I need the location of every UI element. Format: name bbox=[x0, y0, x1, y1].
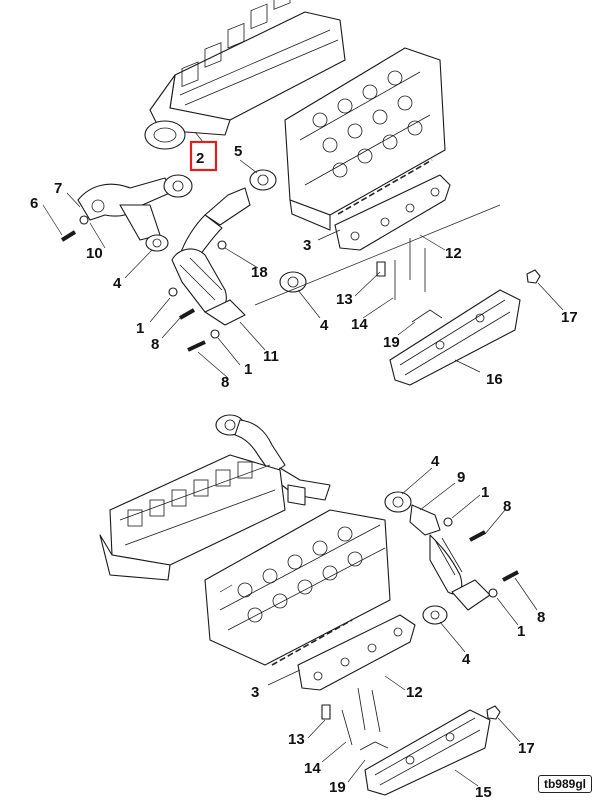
callout-b4: 4 bbox=[431, 453, 440, 470]
callout-8: 8 bbox=[151, 336, 159, 353]
bottom-upper-pipe bbox=[215, 414, 331, 506]
callout-10: 10 bbox=[86, 245, 103, 262]
callout-17: 17 bbox=[561, 309, 578, 326]
bottom-callouts: 4 9 1 8 8 1 4 3 12 13 14 19 17 15 bbox=[251, 453, 545, 800]
callout-11: 11 bbox=[263, 348, 279, 365]
bottom-clip bbox=[359, 741, 389, 751]
top-nut bbox=[526, 269, 541, 284]
callout-12: 12 bbox=[445, 245, 462, 262]
top-head-gasket-strip bbox=[337, 159, 433, 215]
callout-1: 1 bbox=[136, 320, 144, 337]
bottom-exhaust-manifold bbox=[297, 614, 416, 691]
top-heat-shield bbox=[389, 289, 521, 386]
callout-b14: 14 bbox=[304, 760, 321, 777]
callout-19: 19 bbox=[383, 334, 400, 351]
callout-b1b: 1 bbox=[517, 623, 525, 640]
callout-6: 6 bbox=[30, 195, 38, 212]
top-manifold-studs bbox=[376, 238, 426, 300]
top-crossover-pipe bbox=[77, 177, 173, 241]
top-valve-cover-assembly bbox=[144, 0, 346, 150]
bottom-assembly: 4 9 1 8 8 1 4 3 12 13 14 19 17 15 bbox=[99, 414, 545, 800]
callout-7: 7 bbox=[54, 180, 62, 197]
bottom-cylinder-head bbox=[204, 509, 391, 666]
callout-16: 16 bbox=[486, 371, 503, 388]
callout-2: 2 bbox=[196, 150, 204, 167]
top-exhaust-manifold bbox=[334, 174, 451, 251]
bottom-nut bbox=[486, 705, 501, 720]
callout-b4b: 4 bbox=[462, 651, 471, 668]
callout-14: 14 bbox=[351, 316, 368, 333]
top-catalytic-converter bbox=[171, 187, 251, 326]
callout-b1: 1 bbox=[481, 484, 489, 501]
callout-b9: 9 bbox=[457, 469, 465, 486]
top-bolts bbox=[60, 215, 227, 352]
callout-13: 13 bbox=[336, 291, 353, 308]
highlight-box bbox=[189, 140, 218, 172]
callout-3: 3 bbox=[303, 237, 311, 254]
bottom-leader-lines bbox=[219, 467, 538, 787]
callout-4: 4 bbox=[113, 275, 122, 292]
callout-b12: 12 bbox=[406, 684, 423, 701]
callout-b3: 3 bbox=[251, 684, 259, 701]
callout-b8: 8 bbox=[503, 498, 511, 515]
top-clip bbox=[411, 309, 443, 323]
top-assembly: 2 5 7 6 10 4 18 3 12 1 8 13 14 4 19 11 1… bbox=[30, 0, 578, 391]
callout-5: 5 bbox=[234, 143, 242, 160]
callout-18: 18 bbox=[251, 264, 268, 281]
callout-1b: 1 bbox=[244, 361, 252, 378]
top-gaskets bbox=[145, 169, 307, 293]
reference-code-label: tb989gl bbox=[537, 775, 592, 793]
bottom-head-gasket-strip bbox=[271, 619, 353, 666]
callout-8b: 8 bbox=[221, 374, 229, 391]
callout-b17: 17 bbox=[518, 740, 535, 757]
callout-b15: 15 bbox=[475, 784, 492, 800]
bottom-valve-cover-assembly bbox=[99, 454, 286, 581]
bottom-bolts bbox=[443, 517, 519, 598]
bottom-heat-shield bbox=[364, 709, 491, 796]
callout-4b: 4 bbox=[320, 317, 329, 334]
top-callouts: 2 5 7 6 10 4 18 3 12 1 8 13 14 4 19 11 1… bbox=[30, 143, 578, 391]
top-leader-lines bbox=[42, 131, 564, 379]
callout-b19: 19 bbox=[329, 779, 346, 796]
callout-b8b: 8 bbox=[537, 609, 545, 626]
top-cylinder-head bbox=[284, 47, 446, 231]
callout-b13: 13 bbox=[288, 731, 305, 748]
bottom-catalytic-converter bbox=[384, 491, 491, 625]
bottom-manifold-studs bbox=[321, 687, 381, 746]
